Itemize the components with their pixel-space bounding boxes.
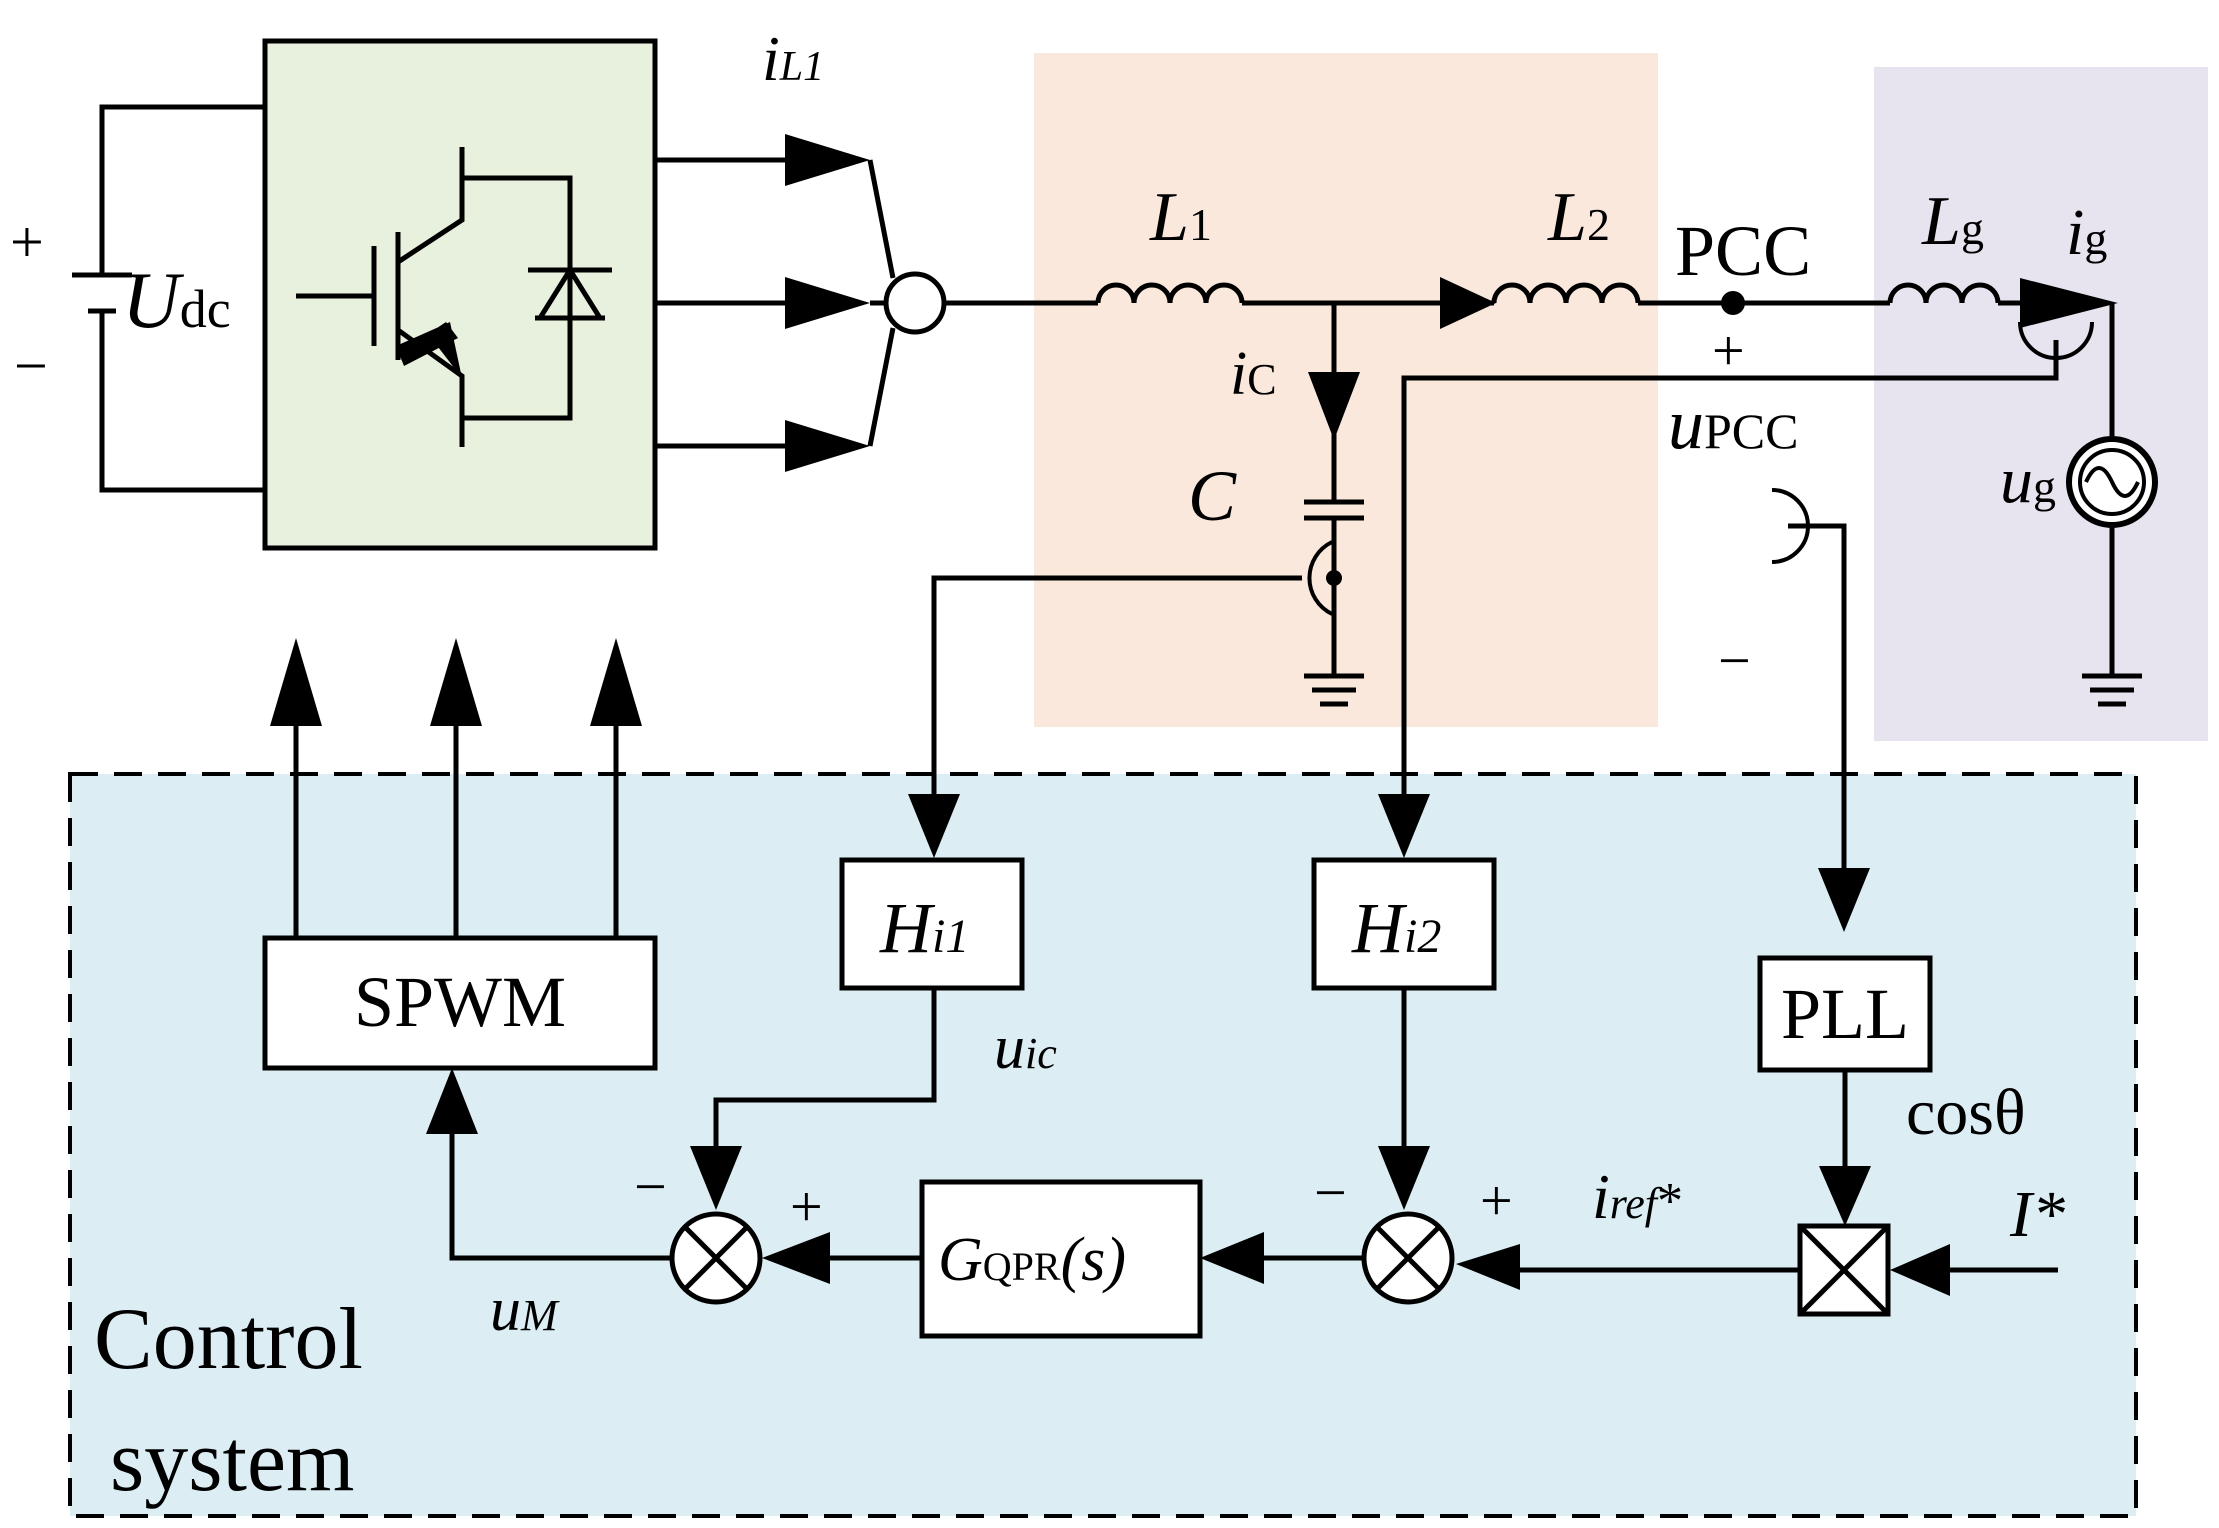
udc-label: Udc [122,257,231,345]
pcc-plus-sign: + [1712,318,1745,383]
lg-label: Lg [1921,183,1984,260]
l1-label: L1 [1149,179,1212,256]
pll-block: PLL [1757,955,1933,1073]
sum2-plus-sign: + [1480,1168,1513,1233]
igbt-icon [296,147,573,447]
ig-label: ig [2066,196,2107,269]
freewheel-diode-icon [528,265,612,321]
grid-ground-icon [2082,673,2142,707]
summing-junction-1 [669,1211,763,1305]
sum1-minus-sign: − [634,1154,667,1219]
iref-label: iref* [1592,1161,1683,1232]
capacitor-branch [1304,303,1364,707]
control-system-label-line2: system [110,1413,354,1510]
grid-voltage-source-icon [2066,436,2158,528]
sum2-minus-sign: − [1314,1160,1347,1225]
uic-label: uic [994,1014,1057,1082]
dc-plus-sign: + [10,209,44,275]
il1-label: iL1 [762,23,824,94]
sum1-plus-sign: + [790,1174,823,1239]
hi1-block: Hi1 [839,857,1025,991]
dc-minus-sign: − [14,333,48,399]
pcc-minus-sign: − [1718,628,1751,693]
gate-signal-arrows [270,638,642,938]
control-wires [426,988,2058,1296]
capacitor-label: C [1188,456,1237,536]
inverter-outputs [655,134,947,472]
gqpr-block: GQPR(s) [919,1179,1203,1339]
control-system-label-line1: Control [94,1291,363,1388]
cos-theta-label: cosθ [1906,1076,2026,1149]
ug-label: ug [2000,444,2056,517]
svg-text:Hi2: Hi2 [1351,888,1441,968]
feedback-wires [908,340,2059,932]
multiplier-block [1797,1223,1891,1317]
summing-junction-2 [1361,1211,1455,1305]
l2-label: L2 [1547,179,1610,256]
um-label: uM [490,1276,560,1344]
upcc-label: uPCC [1668,384,1799,464]
dc-source [72,104,265,493]
spwm-block: SPWM [262,935,658,1071]
svg-text:SPWM: SPWM [354,962,566,1042]
svg-text:Hi1: Hi1 [879,888,969,968]
svg-text:GQPR(s): GQPR(s) [938,1226,1126,1294]
power-line [944,277,2118,676]
grid-region [1874,67,2208,741]
ic-label: iC [1230,340,1277,408]
hi2-block: Hi2 [1311,857,1497,991]
svg-text:PLL: PLL [1781,974,1909,1054]
control-system-region [68,772,2138,1518]
istar-label: I* [2009,1178,2065,1251]
pcc-label: PCC [1675,211,1811,291]
